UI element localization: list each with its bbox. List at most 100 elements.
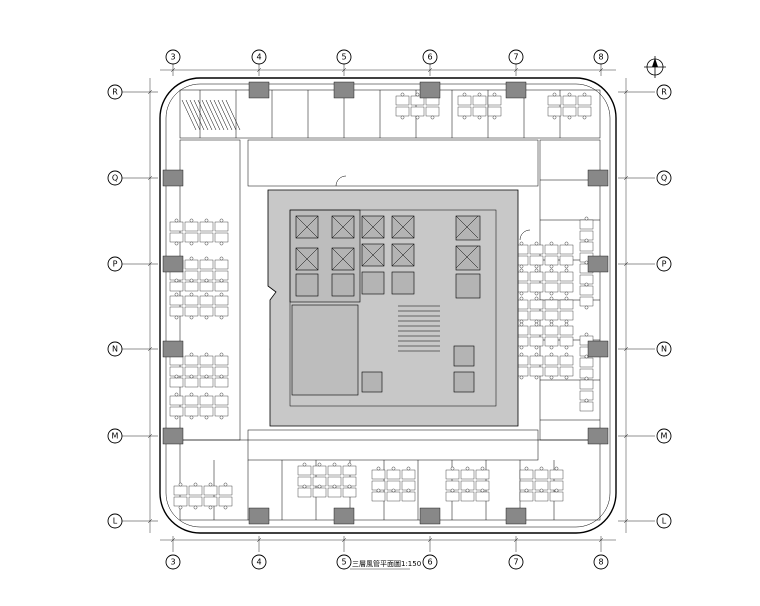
chair <box>554 466 559 471</box>
grid-label-row: N <box>661 345 667 354</box>
grid-label-col: 5 <box>341 53 346 62</box>
chair <box>450 466 455 471</box>
workstation-desk <box>199 232 214 243</box>
chair <box>189 315 194 320</box>
workstation-desk <box>559 355 574 366</box>
workstation-desk <box>425 106 440 117</box>
chair <box>189 292 194 297</box>
workstation-desk <box>559 325 574 336</box>
grid-bubble-col <box>251 49 267 65</box>
workstation-desk <box>472 95 487 106</box>
chair <box>219 315 224 320</box>
workstation-desk <box>184 295 199 306</box>
grid-label-row: M <box>112 432 119 441</box>
workstation-desk <box>579 357 594 368</box>
workstation-desk <box>214 270 229 281</box>
chair <box>584 376 589 381</box>
chair <box>519 345 524 350</box>
chair <box>564 322 569 327</box>
workstation-desk <box>214 221 229 232</box>
workstation-desk <box>445 480 460 491</box>
workstation-desk <box>544 299 559 310</box>
duct-hatch <box>209 99 225 131</box>
workstation-desk <box>547 95 562 106</box>
chair <box>584 260 589 265</box>
workstation-desk <box>519 491 534 502</box>
dimension-tick <box>427 537 433 543</box>
workstation-desk <box>173 485 188 496</box>
workstation-desk <box>579 219 594 230</box>
chair <box>519 375 524 380</box>
chair <box>462 115 467 120</box>
workstation-desk <box>386 480 401 491</box>
chair <box>204 218 209 223</box>
chair <box>204 256 209 261</box>
grid-bubble-row <box>656 84 672 100</box>
chair <box>477 115 482 120</box>
workstation-desk <box>529 255 544 266</box>
shaft-cross <box>295 215 319 239</box>
workstation-desk <box>559 244 574 255</box>
workstation-desk <box>371 491 386 502</box>
workstation-desk <box>312 465 327 476</box>
chair <box>534 352 539 357</box>
elevator-shaft <box>361 271 385 295</box>
chair <box>549 241 554 246</box>
chair <box>549 345 554 350</box>
structural-column <box>587 340 609 358</box>
grid-bubble-col <box>336 49 352 65</box>
chair <box>539 488 544 493</box>
chair <box>450 488 455 493</box>
chair <box>519 241 524 246</box>
chair <box>174 315 179 320</box>
grid-label-row: M <box>661 432 668 441</box>
elevator-shaft <box>453 345 475 367</box>
workstation-desk <box>487 106 502 117</box>
elevator-shaft <box>391 271 415 295</box>
chair <box>219 292 224 297</box>
grid-bubble-row <box>107 341 123 357</box>
workstation-desk <box>445 491 460 502</box>
workstation-desk <box>529 336 544 347</box>
structural-column <box>333 81 355 99</box>
grid-label-row: R <box>661 88 667 97</box>
workstation-desk <box>312 487 327 498</box>
chair <box>174 241 179 246</box>
chair <box>519 352 524 357</box>
grid-label-row: L <box>113 517 118 526</box>
workstation-desk <box>529 310 544 321</box>
workstation-desk <box>184 259 199 270</box>
chair <box>204 392 209 397</box>
chair <box>189 278 194 283</box>
structural-columns <box>162 81 609 525</box>
chair <box>564 291 569 296</box>
workstation-desk <box>218 485 233 496</box>
grid-bubble-row <box>656 341 672 357</box>
workstation-desk <box>199 306 214 317</box>
chair <box>534 345 539 350</box>
door-swing <box>519 229 531 241</box>
chair <box>519 322 524 327</box>
grid-label-col: 7 <box>513 558 518 567</box>
workstation-desk <box>529 366 544 377</box>
shaft-cross <box>455 245 479 269</box>
chair <box>549 375 554 380</box>
structural-column <box>162 340 184 358</box>
workstation-desk <box>549 480 564 491</box>
grid-label-col: 5 <box>341 558 346 567</box>
workstation-desk <box>534 480 549 491</box>
chair <box>584 398 589 403</box>
workstation-desk <box>395 106 410 117</box>
dimension-tick <box>170 537 176 543</box>
chair <box>332 462 337 467</box>
chair <box>480 466 485 471</box>
dimension-tick <box>147 261 153 267</box>
dimension-tick <box>341 537 347 543</box>
grid-label-row: R <box>112 88 118 97</box>
workstation-desk <box>199 395 214 406</box>
chair <box>193 482 198 487</box>
chair <box>584 332 589 337</box>
duct-hatch <box>217 99 233 131</box>
drawing-title: 三層風管平面圖1:150 <box>352 559 421 568</box>
chair <box>567 115 572 120</box>
